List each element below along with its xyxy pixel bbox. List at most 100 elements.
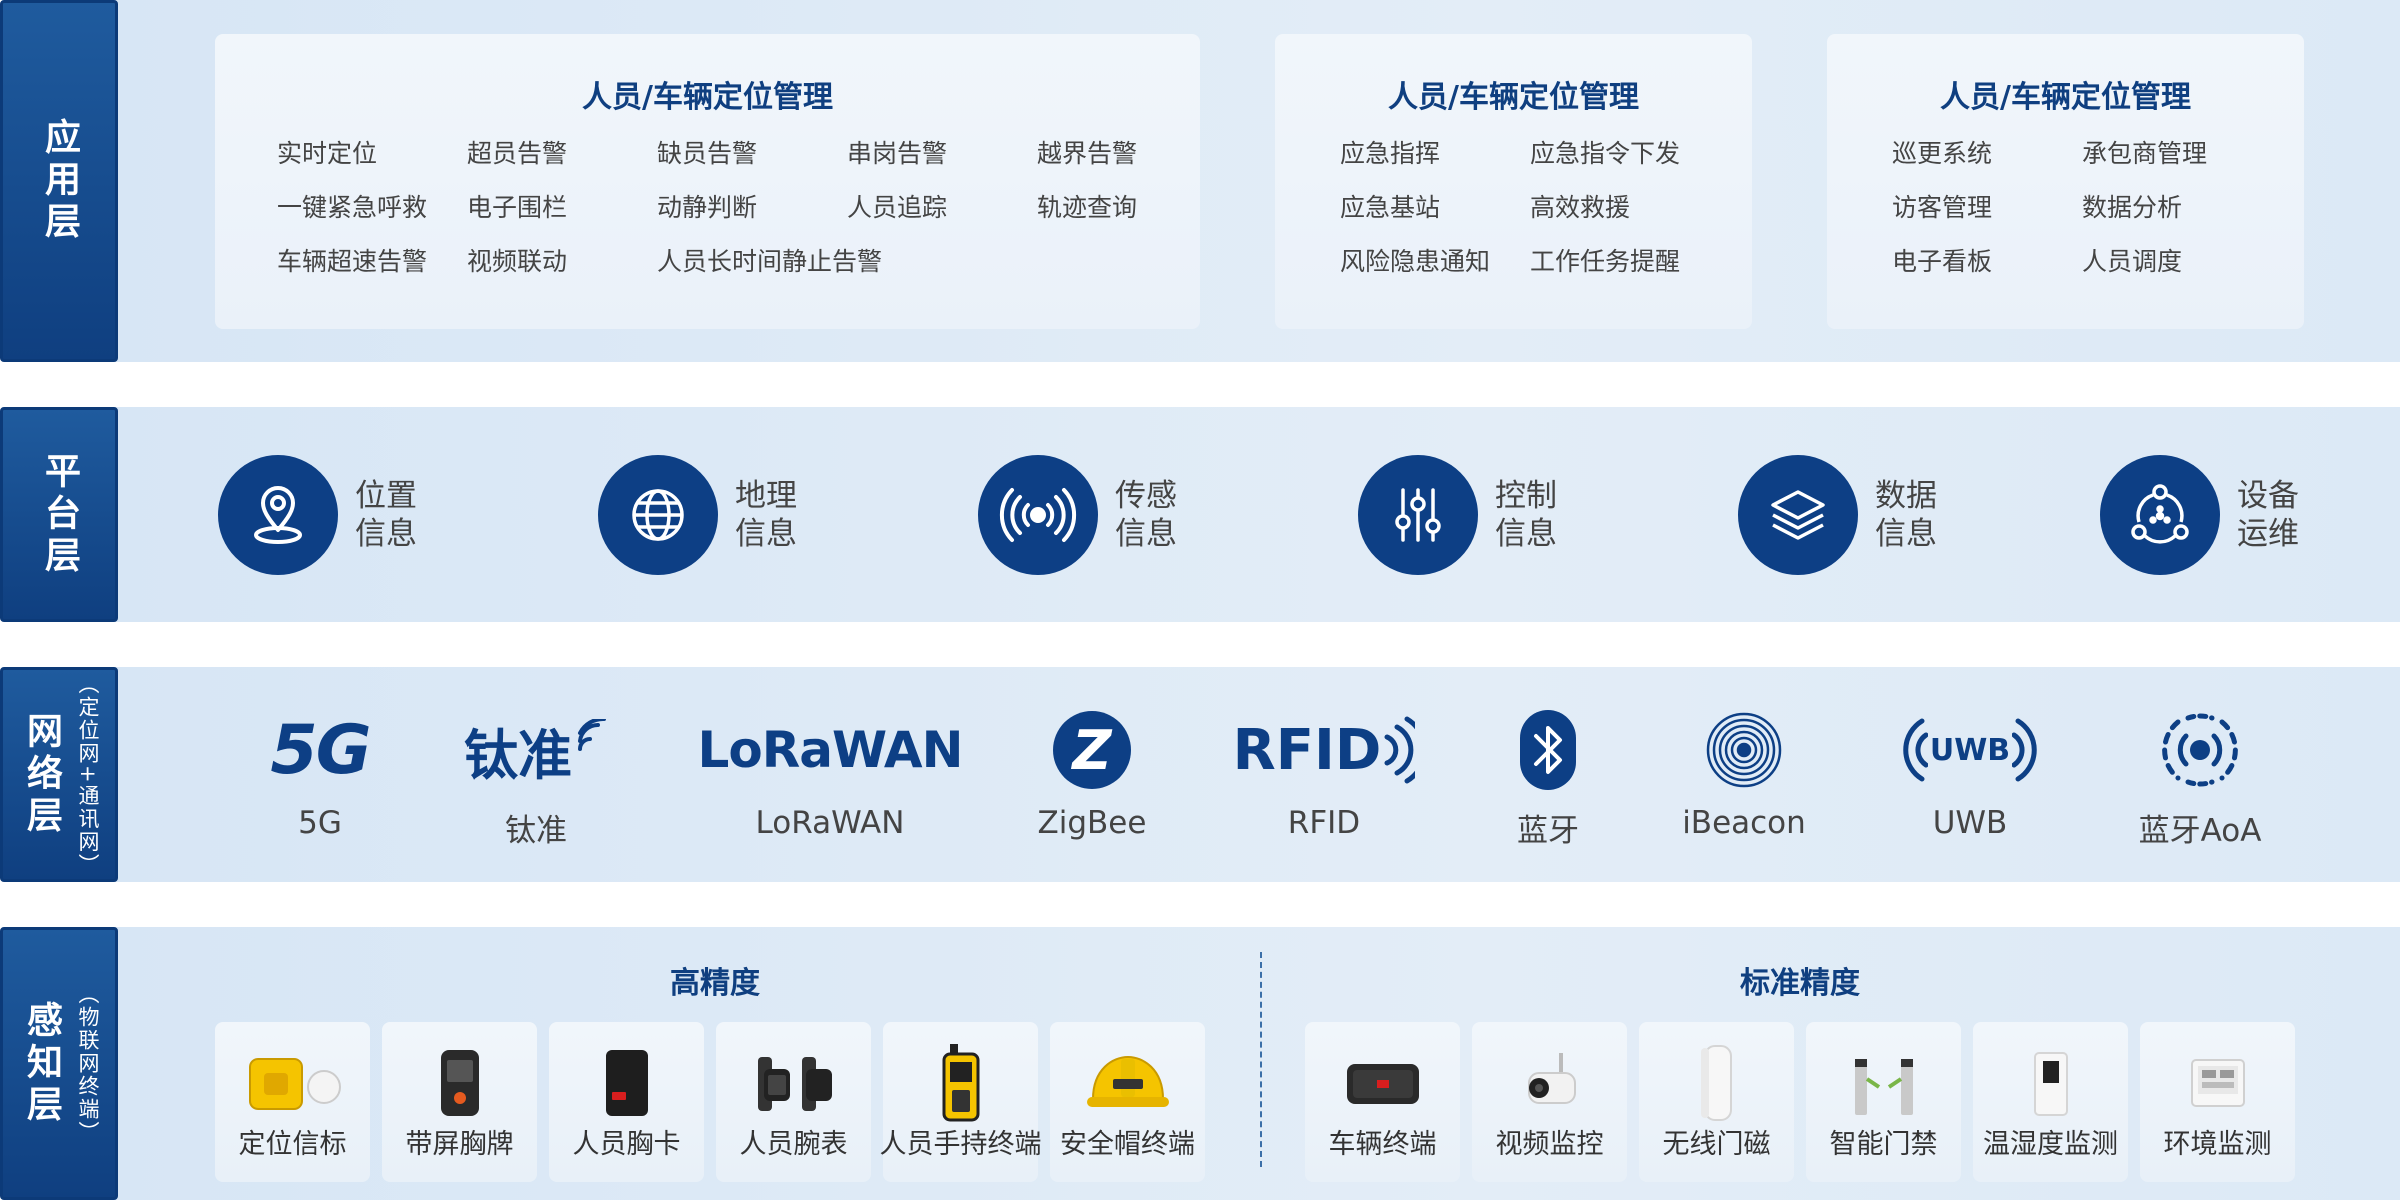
- app-item: 高效救援: [1530, 193, 1631, 222]
- device-caption: 安全帽终端: [1060, 1129, 1195, 1160]
- device-caption: 定位信标: [238, 1129, 347, 1160]
- bluetooth-aoa-icon: [2090, 705, 2310, 795]
- network-caption: 钛准: [505, 813, 567, 849]
- network-item-bluetooth-aoa: 蓝牙AoA: [2090, 705, 2310, 850]
- device-caption: 智能门禁: [1829, 1129, 1938, 1160]
- platform-label-line2: 信息: [735, 516, 797, 552]
- network-caption: 蓝牙: [1517, 813, 1579, 849]
- platform-item-data: 数据 信息: [1738, 455, 1937, 575]
- positioning-beacon-icon: [215, 1034, 370, 1134]
- rfid-logo-icon: RFID: [1214, 705, 1434, 795]
- device-card-watch: 人员腕表: [716, 1022, 871, 1182]
- device-caption: 温湿度监测: [1983, 1129, 2118, 1160]
- platform-label-line2: 信息: [1115, 516, 1177, 552]
- app-item: 人员长时间静止告警: [657, 247, 883, 276]
- app-card-title: 人员/车辆定位管理: [1940, 80, 2191, 115]
- app-item: 实时定位: [277, 139, 378, 168]
- network-caption: 蓝牙AoA: [2138, 813, 2262, 849]
- device-card-staff-card: 人员胸卡: [549, 1022, 704, 1182]
- platform-label-line1: 位置: [355, 478, 417, 514]
- app-item: 人员追踪: [847, 193, 948, 222]
- platform-label-line1: 控制: [1495, 478, 1557, 514]
- device-card-handheld: 人员手持终端: [880, 1022, 1042, 1182]
- network-item-zigbee: Z ZigBee: [982, 705, 1202, 841]
- network-band: [110, 667, 2400, 882]
- temp-humidity-sensor-icon: [1973, 1034, 2128, 1134]
- platform-label-line2: 运维: [2237, 516, 2299, 552]
- network-item-rfid: RFID RFID: [1214, 705, 1434, 841]
- app-item: 串岗告警: [847, 139, 948, 168]
- platform-label-line1: 地理: [735, 478, 797, 514]
- application-layer: 应用层 人员/车辆定位管理 实时定位 超员告警 缺员告警 串岗告警 越界告警 一…: [0, 0, 2400, 362]
- device-caption: 环境监测: [2163, 1129, 2272, 1160]
- app-item: 应急指令下发: [1530, 139, 1681, 168]
- app-item: 风险隐患通知: [1340, 247, 1491, 276]
- globe-icon: [598, 455, 718, 575]
- environment-monitor-icon: [2140, 1034, 2295, 1134]
- network-caption: iBeacon: [1682, 805, 1806, 841]
- platform-item-sensor: 传感 信息: [978, 455, 1177, 575]
- app-item: 超员告警: [467, 139, 568, 168]
- app-item: 电子围栏: [467, 193, 568, 222]
- device-caption: 人员手持终端: [879, 1129, 1042, 1160]
- network-caption: LoRaWAN: [755, 805, 905, 841]
- app-item: 应急指挥: [1340, 139, 1441, 168]
- device-caption: 视频监控: [1495, 1129, 1604, 1160]
- device-caption: 车辆终端: [1328, 1129, 1437, 1160]
- app-item: 轨迹查询: [1037, 193, 1138, 222]
- device-network-icon: [2100, 455, 2220, 575]
- perception-layer-label: 感知层 （物联网终端）: [0, 927, 118, 1200]
- lorawan-logo-icon: LoRaWAN: [697, 721, 964, 779]
- section-divider: [1260, 952, 1262, 1167]
- platform-label-line2: 信息: [355, 516, 417, 552]
- network-item-uwb: UWB UWB: [1860, 705, 2080, 841]
- device-card-camera: 视频监控: [1472, 1022, 1627, 1182]
- platform-item-location: 位置 信息: [218, 455, 417, 575]
- app-item: 巡更系统: [1892, 139, 1993, 168]
- network-item-ibeacon: iBeacon: [1634, 705, 1854, 841]
- network-caption: RFID: [1287, 805, 1361, 841]
- app-item: 一键紧急呼救: [277, 193, 428, 222]
- platform-label-line1: 数据: [1875, 478, 1937, 514]
- platform-label-line2: 信息: [1875, 516, 1937, 552]
- network-item-lorawan: LoRaWAN LoRaWAN: [697, 705, 964, 841]
- device-caption: 人员胸卡: [572, 1129, 681, 1160]
- network-item-bluetooth: 蓝牙: [1438, 705, 1658, 850]
- network-caption: 5G: [298, 805, 342, 841]
- platform-band: [110, 407, 2400, 622]
- platform-item-device-ops: 设备 运维: [2100, 455, 2299, 575]
- app-item: 应急基站: [1340, 193, 1441, 222]
- 5g-logo-icon: 5G: [270, 710, 371, 790]
- platform-label-line1: 传感: [1115, 478, 1177, 514]
- platform-item-geography: 地理 信息: [598, 455, 797, 575]
- app-item: 缺员告警: [657, 139, 758, 168]
- network-caption: UWB: [1932, 805, 2008, 841]
- safety-helmet-icon: [1050, 1034, 1205, 1134]
- sliders-icon: [1358, 455, 1478, 575]
- standard-precision-title: 标准精度: [1740, 966, 1860, 1001]
- vehicle-terminal-icon: [1305, 1034, 1460, 1134]
- bluetooth-icon: [1438, 705, 1658, 795]
- network-item-5g: 5G 5G: [210, 705, 430, 842]
- network-layer: 网络层 （定位网+通讯网）: [0, 667, 2400, 882]
- platform-label-line1: 设备: [2237, 478, 2299, 514]
- device-card-access-gate: 智能门禁: [1806, 1022, 1961, 1182]
- app-card-title: 人员/车辆定位管理: [582, 80, 833, 115]
- app-card-items: 应急指挥 应急指令下发 应急基站 高效救援 风险隐患通知 工作任务提醒: [1340, 140, 1720, 276]
- app-item: 数据分析: [2082, 193, 2183, 222]
- network-layer-label: 网络层 （定位网+通讯网）: [0, 667, 118, 882]
- device-caption: 人员腕表: [739, 1129, 848, 1160]
- ibeacon-icon: [1634, 705, 1854, 795]
- access-gate-icon: [1806, 1034, 1961, 1134]
- device-caption: 无线门磁: [1662, 1129, 1771, 1160]
- app-card-items: 巡更系统 承包商管理 访客管理 数据分析 电子看板 人员调度: [1892, 140, 2272, 276]
- app-item: 人员调度: [2082, 247, 2183, 276]
- network-caption: ZigBee: [1037, 805, 1147, 841]
- platform-item-control: 控制 信息: [1358, 455, 1557, 575]
- app-card-positioning: 人员/车辆定位管理 实时定位 超员告警 缺员告警 串岗告警 越界告警 一键紧急呼…: [215, 34, 1200, 329]
- device-card-beacon: 定位信标: [215, 1022, 370, 1182]
- wristwatch-icon: [716, 1034, 871, 1134]
- app-card-management: 人员/车辆定位管理 巡更系统 承包商管理 访客管理 数据分析 电子看板 人员调度: [1827, 34, 2304, 329]
- handheld-terminal-icon: [883, 1034, 1038, 1134]
- app-item: 动静判断: [657, 193, 758, 222]
